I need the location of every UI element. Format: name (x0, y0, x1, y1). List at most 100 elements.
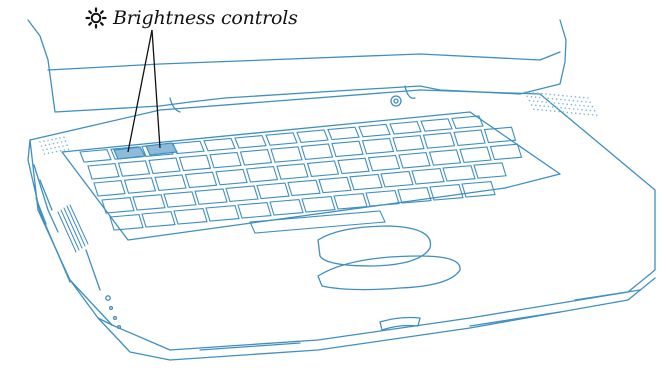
keyboard-key (350, 174, 382, 189)
keyboard-key (174, 209, 207, 224)
speaker-dot (577, 100, 579, 102)
speaker-dot (552, 98, 554, 100)
speaker-dot (566, 95, 568, 97)
keyboard-key (390, 122, 421, 134)
keyboard-key (302, 197, 335, 212)
keyboard-key (421, 119, 452, 131)
speaker-dot (526, 96, 528, 98)
keyboard-key (485, 127, 516, 142)
keyboard-key (266, 133, 297, 145)
keyboard-key (460, 147, 491, 162)
keyboard-key (334, 194, 367, 209)
speaker-dot (528, 92, 530, 94)
speaker-dot (564, 107, 566, 109)
keyboard-key (288, 180, 320, 195)
speaker-dot (589, 102, 591, 104)
callout-leaders (128, 30, 160, 152)
keyboard-key (381, 172, 413, 187)
speaker-dot (49, 144, 51, 146)
trackpad-button (318, 256, 460, 290)
speaker-dot (59, 137, 61, 139)
power-indicator (106, 296, 110, 300)
keyboard-key (142, 212, 175, 227)
front-vent-2 (470, 312, 560, 326)
speaker-dot (562, 103, 564, 105)
keyboard-key (297, 130, 328, 142)
speaker-dot (592, 106, 594, 108)
speaker-dot (43, 140, 45, 142)
speaker-dot (55, 138, 57, 140)
speaker-dot (533, 108, 535, 110)
top-case (30, 90, 655, 350)
speaker-dot (594, 110, 596, 112)
speaker-dot (533, 92, 535, 94)
speaker-dot (579, 105, 581, 107)
keyboard-key (94, 181, 125, 196)
keyboard-key (180, 155, 211, 170)
speaker-dot (579, 113, 581, 115)
keyboard-key (270, 200, 303, 215)
keyboard-key (210, 152, 241, 167)
speaker-dot (596, 114, 598, 116)
speaker-dot (50, 148, 52, 150)
callout-label: Brightness controls (113, 7, 298, 29)
speaker-dot (569, 108, 571, 110)
speaker-dot (60, 150, 62, 152)
speaker-dot (56, 151, 58, 153)
keyboard-key (363, 138, 394, 153)
speaker-dot (558, 94, 560, 96)
front-edge (70, 278, 655, 360)
speaker-dot (53, 143, 55, 145)
speaker-dot (44, 153, 46, 155)
callout: Brightness controls (85, 4, 298, 32)
speaker-dot (581, 101, 583, 103)
speaker-dot (587, 105, 589, 107)
speaker-dot (554, 110, 556, 112)
speaker-dot (562, 95, 564, 97)
speaker-dot (46, 148, 48, 150)
keyboard-key (238, 203, 271, 218)
speaker-dot (571, 112, 573, 114)
speaker-dot (575, 104, 577, 106)
keyboard-key (454, 130, 485, 145)
speaker-dot (539, 105, 541, 107)
keyboard-key (80, 150, 111, 162)
speaker-dot (583, 113, 585, 115)
side-port-3 (86, 250, 100, 290)
display-lid (28, 20, 566, 112)
speaker-dot (587, 97, 589, 99)
speaker-dot (537, 92, 539, 94)
speaker-dot (577, 109, 579, 111)
keyboard-key (462, 182, 495, 197)
speaker-dot (556, 107, 558, 109)
speaker-dot (558, 111, 560, 113)
keyboard-key (338, 158, 369, 173)
keyboard-key (412, 169, 444, 184)
keyboard-key (149, 158, 180, 173)
speaker-dot (545, 101, 547, 103)
display-hinge (170, 86, 415, 112)
speaker-dot (52, 152, 54, 154)
speaker-dot (585, 109, 587, 111)
speaker-dot (61, 141, 63, 143)
keyboard-keys (80, 116, 522, 233)
keyboard-key (277, 164, 308, 179)
keyboard-key (241, 150, 272, 165)
keyboard-key (424, 133, 455, 148)
speaker-dot (546, 110, 548, 112)
keyboard-key (226, 186, 258, 201)
speaker-dot (541, 93, 543, 95)
speaker-dot (57, 142, 59, 144)
keyboard-key (195, 189, 227, 204)
speaker-dot (581, 109, 583, 111)
keyboard-key (366, 191, 399, 206)
keyboard-key (257, 183, 289, 198)
keyboard-key (399, 153, 430, 168)
speaker-dot (54, 147, 56, 149)
speaker-dot (579, 96, 581, 98)
speaker-dot (570, 96, 572, 98)
keyboard-key (164, 192, 196, 207)
speaker-dot (529, 100, 531, 102)
speaker-dot (547, 98, 549, 100)
